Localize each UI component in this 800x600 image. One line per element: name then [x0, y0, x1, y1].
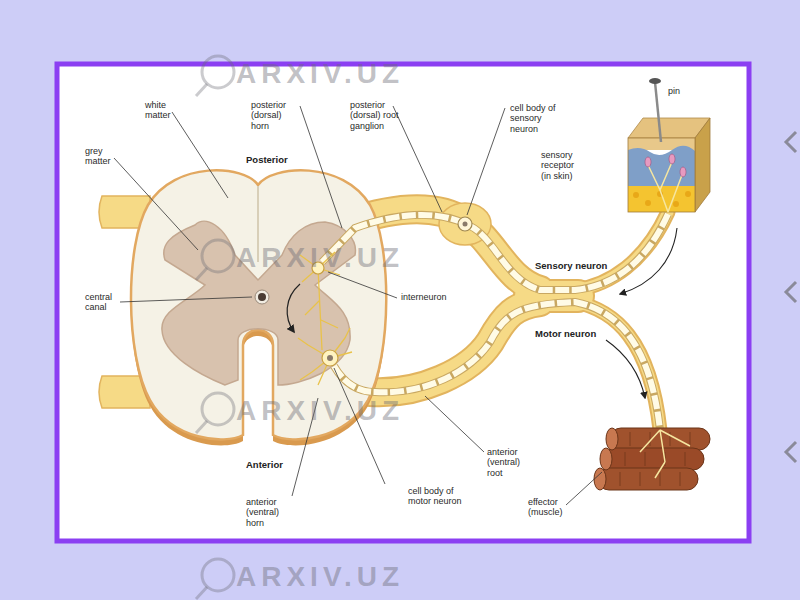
sensory-nucleus [463, 222, 468, 227]
part-label: posterior (dorsal) root ganglion [350, 100, 408, 131]
central-canal [255, 290, 269, 304]
watermark-icon [202, 240, 234, 272]
motor-cell-body [322, 350, 338, 366]
sensory-direction-arrow [620, 228, 677, 294]
receptor [645, 157, 651, 167]
fat-cell [685, 191, 691, 197]
orientation-label: Anterior [246, 460, 283, 471]
part-label: central canal [85, 292, 119, 313]
part-label: pin [668, 86, 680, 96]
receptor [669, 154, 675, 164]
leader-line [566, 472, 602, 505]
watermark-icon [202, 559, 234, 591]
fat-cell [673, 201, 679, 207]
part-label: cell body of sensory neuron [510, 103, 556, 134]
watermark: ARXIV.UZ [236, 563, 404, 591]
pin-shaft [655, 82, 661, 142]
watermark-icons [196, 56, 234, 599]
fat-cell [645, 200, 651, 206]
watermark-icon [196, 84, 207, 96]
muscle [594, 428, 710, 490]
part-label: interneuron [401, 292, 447, 302]
part-label: effector (muscle) [528, 497, 568, 518]
side-mark [786, 132, 796, 152]
fat-layer [628, 186, 695, 212]
central-canal-core [258, 293, 266, 301]
muscle-end [600, 448, 612, 470]
watermark: ARXIV.UZ [236, 60, 404, 88]
fat-cell [633, 192, 639, 198]
part-label: grey matter [85, 146, 115, 167]
motor-nucleus [327, 355, 333, 361]
frame [57, 64, 749, 541]
dermis [628, 146, 695, 186]
side-mark [786, 282, 796, 302]
neuron-label: Motor neuron [535, 329, 596, 340]
motor-dendrites [298, 328, 352, 385]
receptor [680, 167, 686, 177]
neuron-label: Sensory neuron [535, 261, 607, 272]
watermark-icon [196, 587, 207, 599]
watermark: ARXIV.UZ [236, 244, 404, 272]
sensory-branch [575, 212, 668, 290]
leader-line [328, 272, 397, 298]
leader-lines [114, 106, 602, 505]
muscle-fibre [598, 468, 698, 490]
part-label: sensory receptor (in skin) [541, 150, 583, 181]
muscle-end [606, 428, 618, 450]
leader-line [172, 112, 228, 198]
skin-nerve-fibres [648, 162, 682, 212]
watermark-icon [202, 56, 234, 88]
part-label: cell body of motor neuron [408, 486, 468, 507]
muscle-end [594, 468, 606, 490]
sensory-cell-body [458, 217, 472, 231]
leader-line [300, 106, 342, 228]
leader-line [393, 106, 442, 212]
motor-direction-arrow [606, 340, 645, 398]
part-label: white matter [145, 100, 175, 121]
orientation-label: Posterior [246, 155, 288, 166]
leader-line [114, 158, 198, 250]
part-label: posterior (dorsal) horn [251, 100, 296, 131]
skin-outline [628, 138, 695, 212]
leader-line [334, 368, 385, 484]
motor-endings [640, 430, 690, 478]
nerve-fibre [648, 162, 682, 212]
leader-line [120, 297, 252, 302]
watermark-icon [196, 268, 207, 280]
part-label: anterior (ventral) root [487, 447, 527, 478]
signal-arrow [287, 284, 300, 332]
skin-side [695, 118, 710, 212]
leader-line [467, 108, 505, 215]
watermark-icon [202, 393, 234, 425]
dendrites [298, 328, 352, 385]
sensory-branch-outline [575, 212, 668, 290]
watermark-icon [196, 421, 207, 433]
pin-head [649, 78, 661, 84]
receptors [645, 154, 686, 177]
side-mark [786, 442, 796, 462]
muscle-fibre [604, 448, 704, 470]
watermark: ARXIV.UZ [236, 397, 404, 425]
leader-line [425, 396, 484, 452]
part-label: anterior (ventral) horn [246, 497, 286, 528]
